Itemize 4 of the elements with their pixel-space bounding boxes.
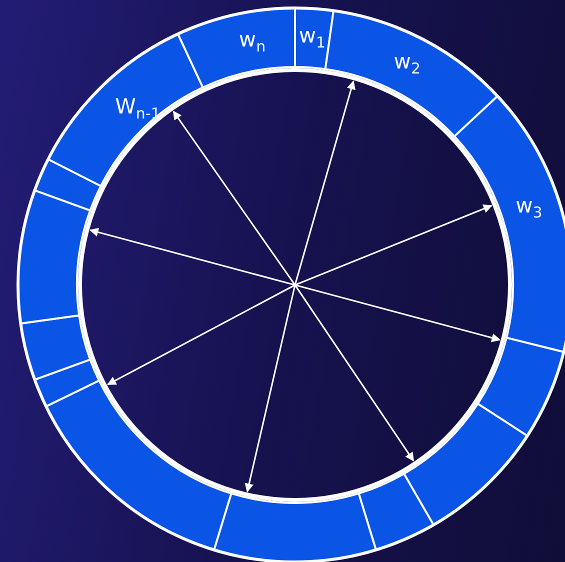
- weight-label: w$_{3}$: [516, 193, 542, 224]
- weight-label: w$_{1}$: [298, 23, 326, 54]
- weight-label: w$_{2}$: [394, 49, 420, 80]
- weight-label: w$_{n}$: [238, 27, 266, 58]
